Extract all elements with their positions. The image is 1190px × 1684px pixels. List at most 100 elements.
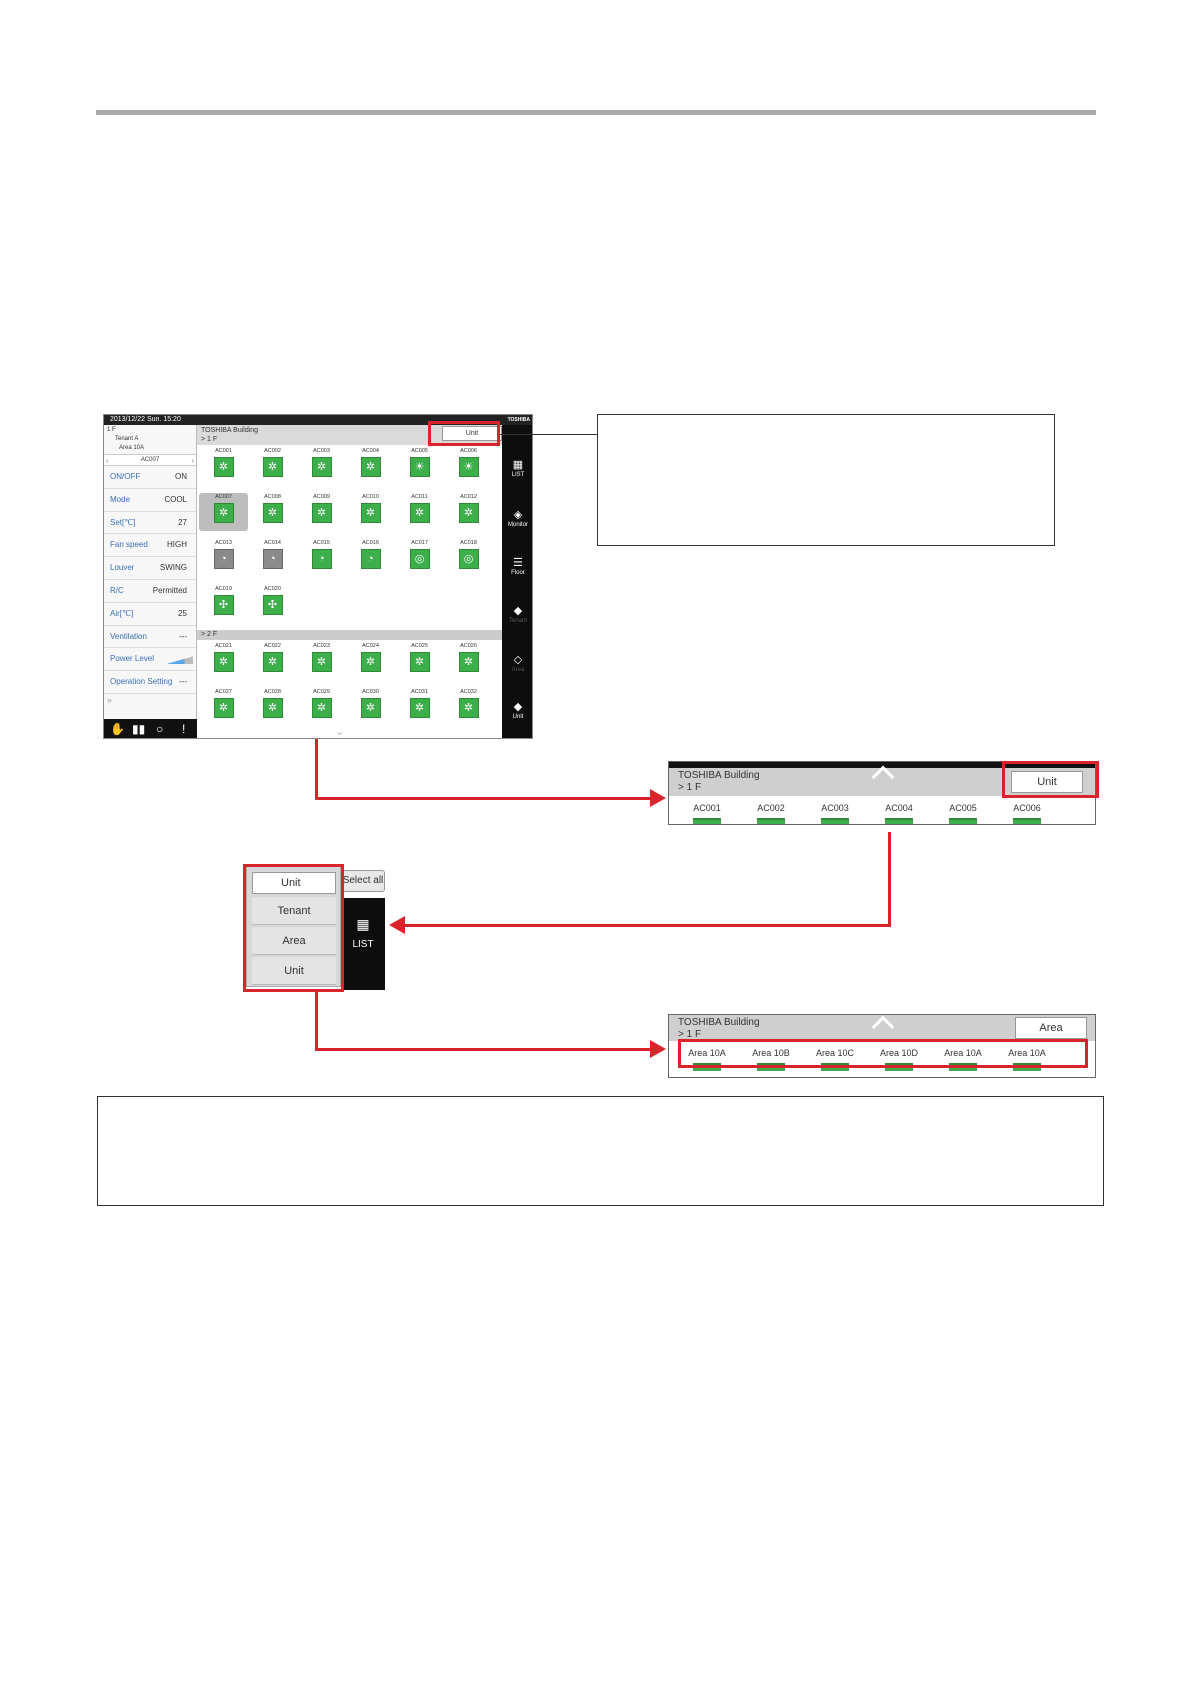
nav-unit[interactable]: ◆Unit: [502, 701, 532, 721]
unit-cell[interactable]: AC013 ◔: [199, 539, 248, 569]
unit-selector[interactable]: ‹ AC007 ›: [104, 455, 196, 466]
expand-icon[interactable]: »: [107, 695, 113, 705]
unit-label: AC024: [362, 643, 379, 649]
ac-unit-icon: ✲: [262, 503, 283, 523]
location-tree[interactable]: 1 F Tenant A Area 10A: [104, 425, 196, 455]
building-name: TOSHIBA Building: [201, 427, 259, 434]
ac-unit-icon: ◔: [311, 549, 332, 569]
nav-area[interactable]: ◇Area: [502, 654, 532, 674]
ac-unit-icon: ◔: [213, 549, 234, 569]
unit-cell[interactable]: AC018◎: [444, 539, 493, 569]
ac-unit-icon: ✲: [360, 652, 381, 672]
zoom-cell-label: Area 10A: [1008, 1048, 1046, 1058]
unit-cell[interactable]: AC005 ☀: [395, 447, 444, 477]
unit-cell[interactable]: AC014◔: [248, 539, 297, 569]
scroll-down-icon[interactable]: ⌄: [335, 726, 345, 738]
ac-unit-icon: ✲: [213, 652, 234, 672]
arrow-2-horizontal: [404, 924, 891, 927]
ac-unit-icon: ☀: [458, 457, 479, 477]
hand-icon[interactable]: ✋: [110, 722, 125, 736]
prev-unit-icon[interactable]: ‹: [106, 456, 109, 465]
next-unit-icon[interactable]: ›: [191, 456, 194, 465]
ac-unit-icon: ✲: [360, 698, 381, 718]
unit-cell[interactable]: AC026✲: [444, 642, 493, 672]
unit-cell[interactable]: AC030✲: [346, 688, 395, 718]
ac-unit-icon: ✲: [360, 503, 381, 523]
unit-cell[interactable]: AC020✣: [248, 585, 297, 615]
option-tenant[interactable]: Tenant: [252, 897, 336, 925]
unit-cell[interactable]: AC002✲: [248, 447, 297, 477]
pause-icon[interactable]: ▮▮: [132, 722, 146, 736]
unit-cell[interactable]: AC032✲: [444, 688, 493, 718]
unit-cell[interactable]: AC022✲: [248, 642, 297, 672]
nav-label: LIST: [511, 472, 525, 478]
nav-label: Area: [511, 667, 525, 673]
select-all-button[interactable]: Select all: [341, 870, 385, 892]
unit-cell[interactable]: AC011✲: [395, 493, 444, 523]
unit-cell[interactable]: AC007✲: [199, 493, 248, 531]
circle-icon[interactable]: ○: [156, 722, 164, 736]
prop-value: ---: [179, 677, 187, 687]
option-area[interactable]: Area: [252, 927, 336, 955]
nav-list[interactable]: ▦LIST: [502, 459, 532, 479]
prop-operation-setting[interactable]: Operation Setting---: [104, 671, 196, 694]
zoom-cell-label: AC003: [821, 803, 849, 813]
unit-cell[interactable]: AC004✲: [346, 447, 395, 477]
tenant-icon: ◆: [513, 605, 523, 617]
zoom-view-button[interactable]: Unit: [1011, 771, 1083, 793]
ac-unit-icon: ✲: [409, 652, 430, 672]
unit-cell[interactable]: AC016◔: [346, 539, 395, 569]
area-icon: ◇: [513, 654, 523, 666]
unit-cell[interactable]: AC029✲: [297, 688, 346, 718]
unit-cell[interactable]: AC010✲: [346, 493, 395, 523]
zoom-cell-label: AC001: [693, 803, 721, 813]
unit-cell[interactable]: AC031✲: [395, 688, 444, 718]
arrow-1-horizontal: [315, 797, 652, 800]
option-unit[interactable]: Unit: [252, 957, 336, 985]
unit-cell[interactable]: AC028✲: [248, 688, 297, 718]
unit-cell[interactable]: AC017◎: [395, 539, 444, 569]
ac-unit-icon: [1013, 818, 1041, 824]
unit-cell[interactable]: AC025✲: [395, 642, 444, 672]
prop-ventilation[interactable]: Ventilation---: [104, 626, 196, 649]
nav-tenant[interactable]: ◆Tenant: [502, 605, 532, 625]
unit-cell[interactable]: AC021✲: [199, 642, 248, 672]
zoom-cell-label: Area 10D: [879, 1048, 919, 1058]
nav-monitor[interactable]: ◈Monitor: [502, 509, 532, 529]
nav-floor[interactable]: ☰Floor: [502, 557, 532, 577]
unit-cell[interactable]: AC015◔: [297, 539, 346, 569]
ac-unit-icon: ☀: [409, 457, 430, 477]
arrow-2-head: [389, 916, 405, 934]
prop-value: SWING: [159, 563, 187, 573]
unit-cell[interactable]: AC027✲: [199, 688, 248, 718]
prop-set-temp[interactable]: Set[℃]27: [104, 512, 196, 535]
tree-floor: 1 F: [107, 427, 116, 433]
dropdown-current[interactable]: Unit: [252, 872, 336, 894]
unit-cell[interactable]: AC023✲: [297, 642, 346, 672]
zoom-view-button[interactable]: Area: [1015, 1017, 1087, 1039]
unit-label: AC019: [215, 586, 232, 592]
unit-label: AC005: [411, 448, 428, 454]
unit-cell[interactable]: AC024 ✲: [346, 642, 395, 672]
list-nav-zoom[interactable]: ▦ LIST: [341, 898, 385, 990]
unit-label: AC013: [215, 540, 232, 546]
highlight-dropdown: [243, 864, 344, 992]
highlight-unit-button: [428, 421, 500, 446]
unit-cell[interactable]: AC001✲: [199, 447, 248, 477]
unit-cell[interactable]: AC008✲: [248, 493, 297, 523]
unit-cell[interactable]: AC019✣: [199, 585, 248, 615]
view-mode-button[interactable]: Unit: [442, 426, 502, 441]
unit-cell[interactable]: AC012✲: [444, 493, 493, 523]
alert-icon[interactable]: !: [182, 722, 186, 736]
unit-cell[interactable]: AC009✲: [297, 493, 346, 523]
prop-value: ---: [179, 631, 187, 641]
unit-cell[interactable]: AC006☀: [444, 447, 493, 477]
unit-grid: TOSHIBA Building > 1 F AC001✲AC002✲AC003…: [197, 425, 502, 738]
unit-cell[interactable]: AC003✲: [297, 447, 346, 477]
prop-value: Permitted: [152, 585, 187, 595]
